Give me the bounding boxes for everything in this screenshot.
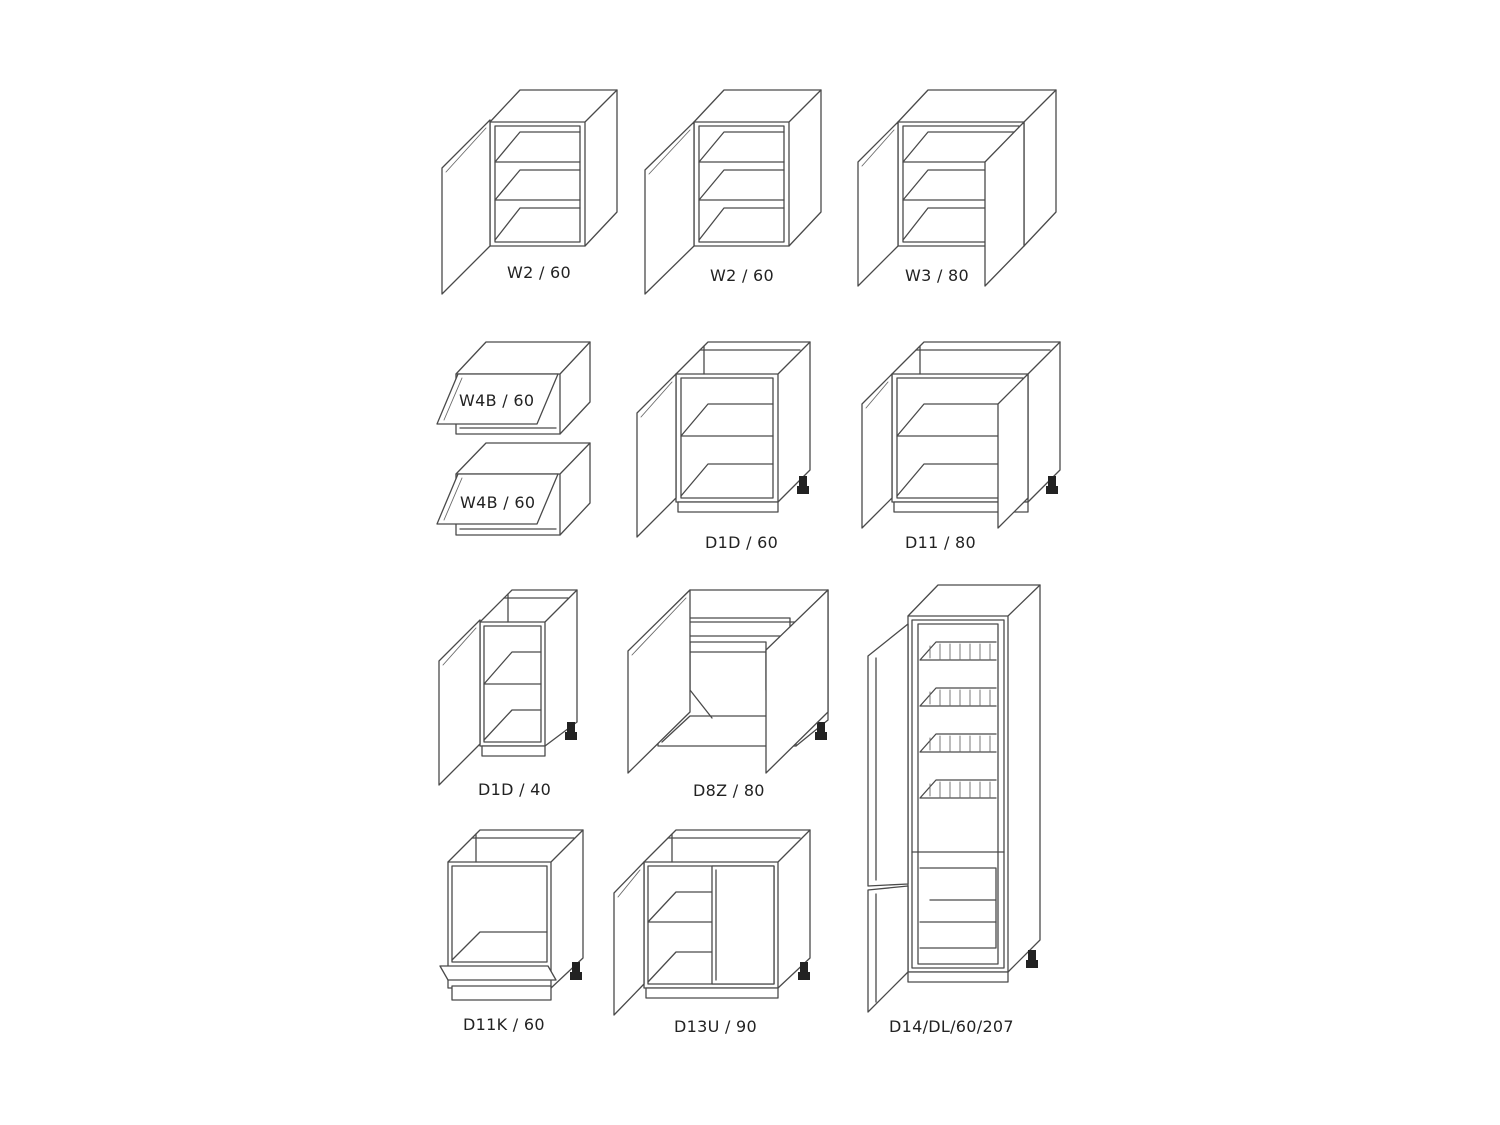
cabinet-w3-80	[857, 89, 1057, 287]
label-d11k-60: D11K / 60	[463, 1015, 545, 1034]
label-d8z-80: D8Z / 80	[693, 781, 765, 800]
cabinet-d1d-40	[438, 589, 578, 786]
label-d1d-60: D1D / 60	[705, 533, 779, 552]
label-w2-60-b: W2 / 60	[710, 266, 775, 285]
cabinet-d1d-60	[636, 341, 811, 538]
label-w4b-60-bottom: W4B / 60	[460, 493, 536, 512]
cabinet-d14-dl-60-207	[867, 584, 1041, 1013]
label-d14-dl-60-207: D14/DL/60/207	[889, 1017, 1014, 1036]
cabinet-d11k-60	[439, 829, 584, 1001]
cabinet-w2-60-a	[441, 89, 618, 295]
cabinet-w4b-60-bottom	[436, 442, 591, 536]
label-d11-80: D11 / 80	[905, 533, 977, 552]
cabinet-d11-80	[861, 341, 1061, 529]
cabinet-w2-60-b	[644, 89, 822, 295]
label-w2-60-a: W2 / 60	[507, 263, 572, 282]
label-d13u-90: D13U / 90	[674, 1017, 758, 1036]
label-w4b-60-top: W4B / 60	[459, 391, 535, 410]
label-w3-80: W3 / 80	[905, 266, 970, 285]
cabinet-w4b-60-top	[436, 341, 591, 435]
cabinet-d8z-80	[627, 589, 829, 774]
label-d1d-40: D1D / 40	[478, 780, 552, 799]
cabinet-d13u-90	[613, 829, 811, 1016]
